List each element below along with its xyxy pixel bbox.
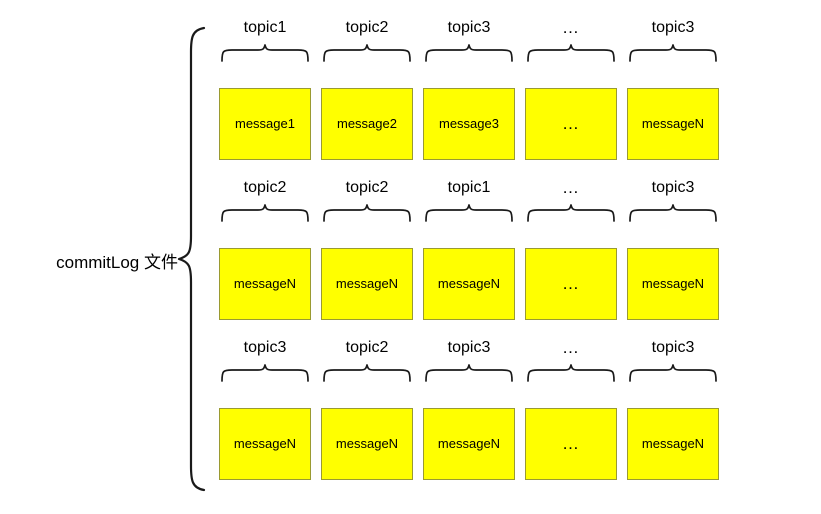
message-cell[interactable]: topic3 messageN	[627, 176, 719, 320]
message-label: messageN	[437, 276, 501, 291]
topic-label-ellipsis: …	[562, 18, 580, 37]
message-box[interactable]: messageN	[627, 248, 719, 320]
topic-brace-icon	[221, 204, 309, 222]
topic-label: topic3	[651, 19, 695, 36]
topic-label: topic3	[243, 339, 287, 356]
message-box[interactable]: messageN	[627, 408, 719, 480]
message-label: messageN	[233, 276, 297, 291]
message-label-ellipsis: …	[562, 274, 580, 293]
topic-brace-icon	[323, 364, 411, 382]
message-label-ellipsis: …	[562, 114, 580, 133]
message-label: messageN	[335, 276, 399, 291]
topic-label: topic2	[345, 339, 389, 356]
message-label: messageN	[335, 436, 399, 451]
topic-brace-icon	[323, 204, 411, 222]
commitlog-row: topic1 message1 topic2 message2	[219, 16, 821, 160]
message-box[interactable]: message1	[219, 88, 311, 160]
message-box[interactable]: messageN	[321, 248, 413, 320]
topic-label: topic2	[345, 19, 389, 36]
topic-label: topic2	[345, 179, 389, 196]
message-label-ellipsis: …	[562, 434, 580, 453]
topic-brace-icon	[221, 364, 309, 382]
topic-label: topic2	[243, 179, 287, 196]
message-cell[interactable]: topic3 messageN	[627, 16, 719, 160]
message-box[interactable]: messageN	[321, 408, 413, 480]
message-box[interactable]: message3	[423, 88, 515, 160]
message-label: message1	[235, 116, 295, 131]
topic-brace-icon	[629, 204, 717, 222]
message-box[interactable]: messageN	[423, 248, 515, 320]
topic-brace-icon	[425, 44, 513, 62]
message-cell[interactable]: topic3 message3	[423, 16, 515, 160]
topic-label: topic3	[447, 339, 491, 356]
message-label: messageN	[641, 116, 705, 131]
commitlog-row: topic2 messageN topic2 messageN	[219, 176, 821, 320]
topic-label: topic3	[651, 179, 695, 196]
message-cell[interactable]: topic1 message1	[219, 16, 311, 160]
topic-brace-icon	[527, 44, 615, 62]
message-box[interactable]: messageN	[423, 408, 515, 480]
message-box-ellipsis: …	[525, 248, 617, 320]
topic-brace-icon	[323, 44, 411, 62]
commitlog-group-brace	[177, 26, 206, 492]
topic-brace-icon	[527, 364, 615, 382]
topic-label: topic1	[447, 179, 491, 196]
message-cell-ellipsis: … …	[525, 176, 617, 320]
message-label: messageN	[437, 436, 501, 451]
message-cell[interactable]: topic2 messageN	[321, 176, 413, 320]
message-cell[interactable]: topic3 messageN	[627, 336, 719, 480]
commitlog-file-label: commitLog 文件	[56, 253, 178, 272]
message-cell[interactable]: topic2 messageN	[219, 176, 311, 320]
topic-label-ellipsis: …	[562, 338, 580, 357]
message-cell[interactable]: topic3 messageN	[423, 336, 515, 480]
message-box-ellipsis: …	[525, 88, 617, 160]
message-box[interactable]: messageN	[219, 408, 311, 480]
message-box-ellipsis: …	[525, 408, 617, 480]
topic-label-ellipsis: …	[562, 178, 580, 197]
message-cell-ellipsis: … …	[525, 16, 617, 160]
message-cell[interactable]: topic2 message2	[321, 16, 413, 160]
message-box[interactable]: messageN	[627, 88, 719, 160]
commitlog-row: topic3 messageN topic2 messageN	[219, 336, 821, 480]
topic-brace-icon	[221, 44, 309, 62]
topic-label: topic3	[447, 19, 491, 36]
topic-label: topic1	[243, 19, 287, 36]
message-cell[interactable]: topic2 messageN	[321, 336, 413, 480]
message-label: message2	[337, 116, 397, 131]
topic-brace-icon	[425, 204, 513, 222]
message-cell[interactable]: topic3 messageN	[219, 336, 311, 480]
topic-brace-icon	[425, 364, 513, 382]
topic-brace-icon	[629, 364, 717, 382]
message-label: messageN	[233, 436, 297, 451]
topic-brace-icon	[629, 44, 717, 62]
topic-label: topic3	[651, 339, 695, 356]
topic-brace-icon	[527, 204, 615, 222]
message-label: messageN	[641, 436, 705, 451]
message-cell[interactable]: topic1 messageN	[423, 176, 515, 320]
message-box[interactable]: message2	[321, 88, 413, 160]
message-label: messageN	[641, 276, 705, 291]
message-cell-ellipsis: … …	[525, 336, 617, 480]
message-box[interactable]: messageN	[219, 248, 311, 320]
message-label: message3	[439, 116, 499, 131]
